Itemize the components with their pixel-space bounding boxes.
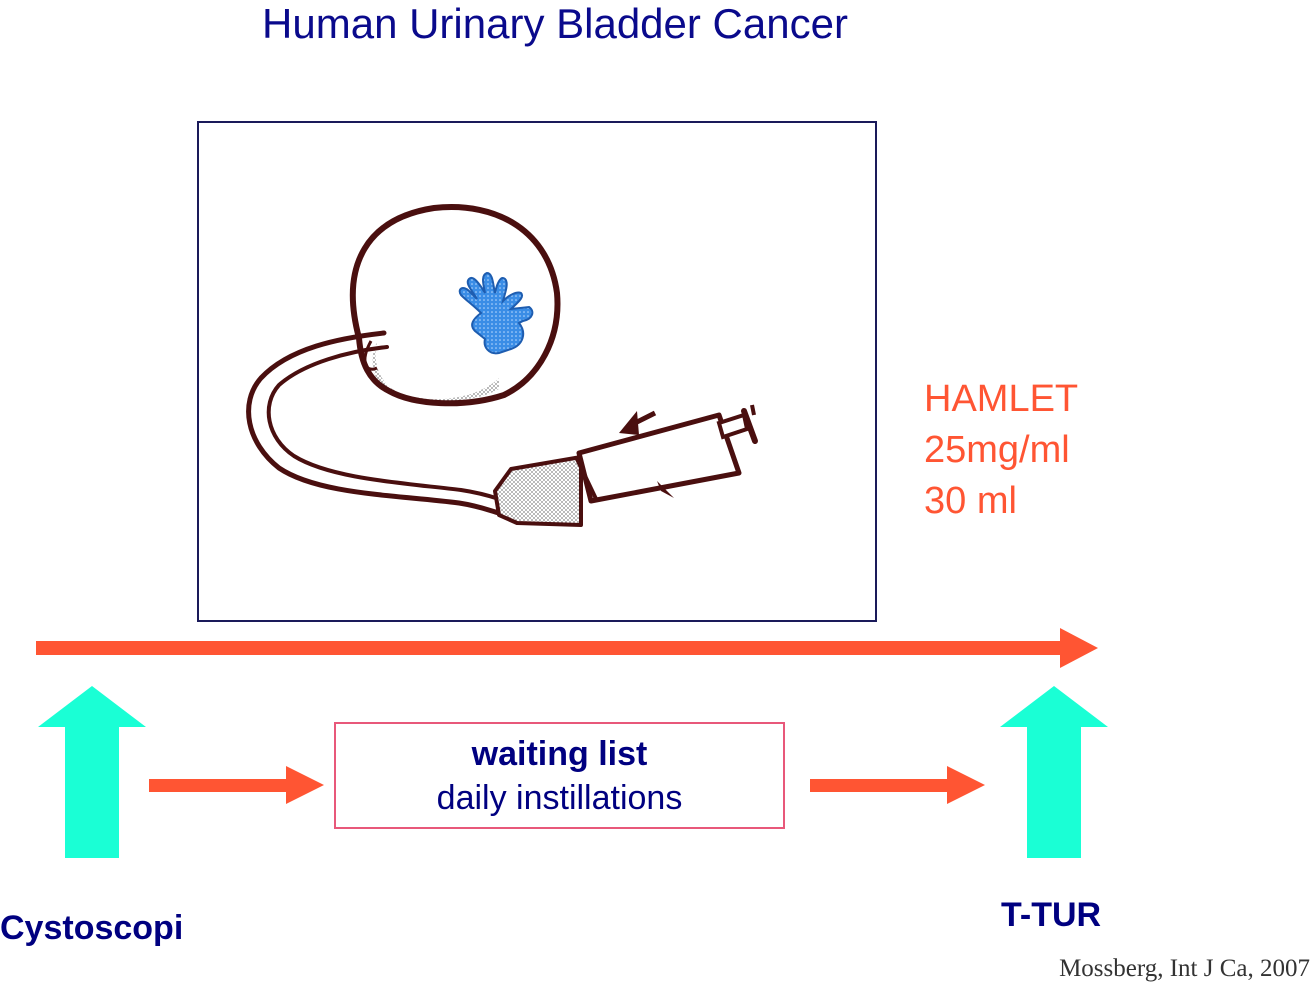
waiting-list-title: waiting list bbox=[471, 734, 648, 773]
bladder-outline bbox=[349, 204, 561, 407]
waiting-list-box: waiting list daily instillations bbox=[334, 722, 785, 829]
syringe-barrel bbox=[576, 412, 742, 504]
waiting-list-subtitle: daily instillations bbox=[436, 778, 683, 817]
bladder-catheter-syringe-illustration bbox=[246, 204, 758, 527]
from-waiting-arrow bbox=[810, 766, 985, 804]
catheter-tube-inner bbox=[266, 345, 501, 501]
tumor-icon bbox=[458, 271, 534, 355]
step-start-label: Cystoscopi bbox=[0, 909, 184, 947]
catheter-tube bbox=[246, 330, 502, 516]
end-up-arrow bbox=[1000, 686, 1108, 858]
syringe-plunger bbox=[716, 412, 750, 440]
illustration-frame bbox=[197, 121, 877, 622]
slide-title: Human Urinary Bladder Cancer bbox=[262, 0, 848, 47]
dose-info: HAMLET 25mg/ml 30 ml bbox=[924, 374, 1078, 527]
agent-concentration: 25mg/ml bbox=[924, 429, 1070, 471]
start-up-arrow bbox=[38, 686, 146, 858]
to-waiting-arrow bbox=[149, 766, 324, 804]
citation: Mossberg, Int J Ca, 2007 bbox=[1059, 955, 1310, 982]
timeline-arrow bbox=[36, 628, 1098, 668]
agent-name: HAMLET bbox=[924, 378, 1079, 420]
step-end-label: T-TUR bbox=[1001, 896, 1102, 934]
agent-volume: 30 ml bbox=[924, 480, 1017, 522]
catheter-adapter bbox=[493, 455, 583, 527]
